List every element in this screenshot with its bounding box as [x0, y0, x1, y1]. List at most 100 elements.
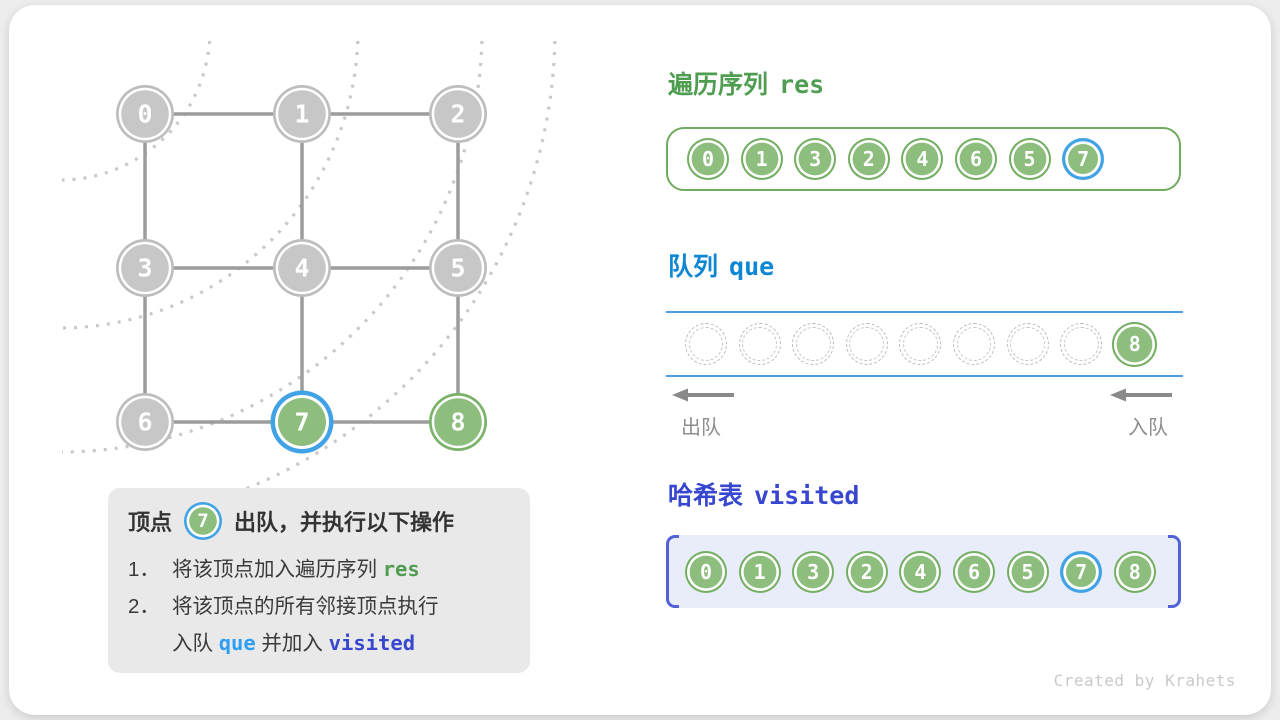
queue-slot-circle: [1060, 323, 1103, 365]
info-box-title: 顶点 7 出队，并执行以下操作: [128, 502, 530, 540]
visited-title-cjk: 哈希表: [668, 482, 744, 510]
node-label: 1: [294, 100, 309, 129]
info-step-1: 1． 将该顶点加入遍历序列 res: [128, 551, 530, 588]
node-label: 5: [450, 254, 465, 283]
close-bracket-icon: [1168, 535, 1181, 608]
element-value: 5: [1023, 147, 1036, 171]
queue-slot-circle: [685, 323, 727, 365]
visited-element-circle: 5: [1006, 550, 1049, 593]
res-element-circle: 0: [687, 138, 729, 180]
queue-slot-circle: [845, 323, 888, 365]
step-number: 2．: [128, 595, 160, 618]
res-element-circle: 1: [740, 138, 783, 180]
res-title-cjk: 遍历序列: [668, 71, 769, 99]
graph-node-8: 8: [429, 393, 487, 451]
enqueue-arrow-icon: [1110, 388, 1172, 402]
node-label: 6: [137, 408, 152, 437]
res-element-circle: 3: [794, 138, 837, 180]
element-value: 2: [862, 147, 875, 171]
graph-node-4: 4: [273, 239, 331, 297]
res-element-circle: 5: [1008, 138, 1051, 180]
res-element-circle: 4: [901, 138, 944, 180]
code-res: res: [382, 557, 420, 581]
graph-node-3: 3: [116, 239, 174, 297]
res-title-code: res: [779, 70, 825, 99]
visited-element-circle: 8: [1113, 550, 1156, 593]
queue-title-code: que: [729, 252, 775, 281]
graph-node-2: 2: [429, 85, 487, 143]
visited-element-circle: 6: [952, 550, 995, 593]
node-label: 2: [450, 100, 465, 129]
element-value: 3: [807, 559, 820, 584]
visited-element-circle: 1: [738, 550, 781, 593]
element-value: 4: [914, 559, 927, 584]
visited-element-circle: 4: [899, 550, 942, 593]
res-sequence-box: 0 1 3 2 4 6 5: [666, 127, 1181, 191]
step-text: 并加入: [255, 632, 329, 655]
info-step-2-continued: 入队 que 并加入 visited: [128, 625, 530, 662]
element-value: 0: [699, 559, 713, 584]
visited-panel-title: 哈希表 visited: [668, 481, 859, 511]
queue-slot-circle: [792, 323, 835, 365]
node-label: 3: [137, 254, 152, 283]
queue-slot-circle: [952, 323, 995, 365]
info-box-steps: 1． 将该顶点加入遍历序列 res 2． 将该顶点的所有邻接顶点执行 入队 que …: [128, 551, 530, 662]
element-value: 8: [1128, 332, 1141, 356]
visited-element-circle: 2: [845, 550, 888, 593]
queue-slot-circle: 8: [1112, 321, 1158, 367]
visited-element-circle: 7: [1060, 550, 1103, 593]
element-value: 1: [753, 559, 766, 584]
graph-node-1: 1: [273, 85, 331, 143]
element-value: 3: [809, 147, 822, 171]
grid-graph: 0 1 2 3 4 5 6 7: [62, 38, 557, 508]
element-value: 2: [860, 559, 873, 584]
queue-box: 8: [666, 311, 1183, 377]
info-title-pre: 顶点: [128, 510, 173, 535]
step-text: 将该顶点的所有邻接顶点执行: [172, 595, 439, 618]
queue-slot-circle: [899, 323, 942, 365]
queue-slot-circle: [1006, 323, 1049, 365]
queue-slot-circle: [738, 323, 781, 365]
step-number: 1．: [128, 558, 160, 581]
step-text: 入队: [172, 632, 219, 655]
watermark: Created by Krahets: [1053, 671, 1236, 690]
visited-element-circle: 0: [685, 550, 727, 593]
res-panel-title: 遍历序列 res: [668, 70, 824, 100]
node-label: 8: [450, 408, 465, 437]
visited-element-circle: 3: [792, 550, 835, 593]
node-label: 4: [294, 254, 309, 283]
element-value: 0: [701, 147, 715, 171]
graph-node-5: 5: [429, 239, 487, 297]
element-value: 1: [755, 147, 768, 171]
visited-title-code: visited: [754, 481, 860, 510]
element-value: 8: [1128, 559, 1141, 584]
visited-set-box: 0 1 3 2 4 6 5: [666, 535, 1181, 608]
vertex-7-badge: 7: [184, 502, 223, 540]
code-que: que: [218, 631, 256, 655]
dequeue-label: 出队: [681, 417, 721, 439]
queue-panel-title: 队列 que: [668, 252, 774, 282]
dequeue-arrow-icon: [672, 388, 734, 402]
res-element-circle: 2: [847, 138, 890, 180]
node-label: 7: [294, 408, 309, 437]
badge-label: 7: [197, 510, 209, 532]
element-value: 5: [1021, 559, 1034, 584]
code-visited: visited: [328, 631, 416, 655]
open-bracket-icon: [666, 535, 679, 608]
element-value: 7: [1077, 147, 1090, 171]
element-value: 7: [1075, 559, 1088, 584]
info-step-2: 2． 将该顶点的所有邻接顶点执行: [128, 588, 530, 625]
node-label: 0: [137, 100, 152, 129]
enqueue-label: 入队: [1128, 417, 1168, 439]
step-text: 将该顶点加入遍历序列: [172, 558, 383, 581]
element-value: 6: [967, 559, 980, 584]
graph-node-6: 6: [116, 393, 174, 451]
queue-title-cjk: 队列: [668, 253, 719, 281]
element-value: 6: [969, 147, 982, 171]
graph-node-0: 0: [116, 85, 174, 143]
graph-node-7-current: 7: [270, 390, 334, 454]
res-element-circle: 6: [954, 138, 997, 180]
info-box: 顶点 7 出队，并执行以下操作 1． 将该顶点加入遍历序列 res 2． 将该顶点的…: [108, 488, 530, 673]
element-value: 4: [916, 147, 929, 171]
